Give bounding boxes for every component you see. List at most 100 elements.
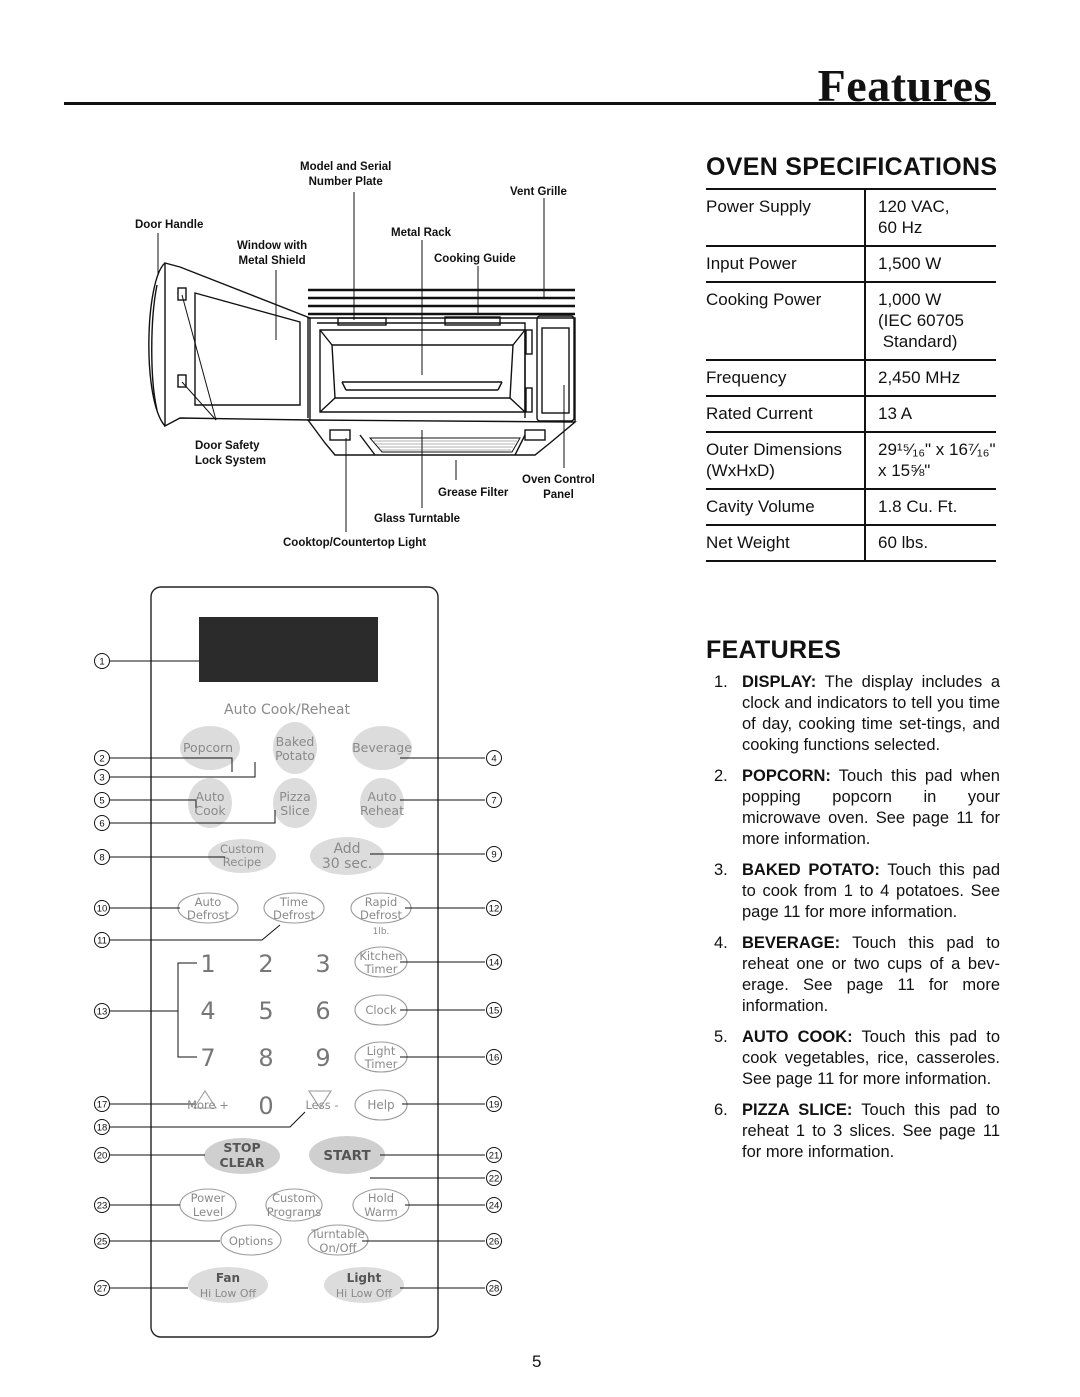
label-oven-control-line2: Panel xyxy=(543,489,574,501)
pad-more[interactable]: More + xyxy=(187,1098,229,1112)
table-row: Cooking Power 1,000 W(IEC 60705 Standard… xyxy=(706,282,996,361)
digit-0[interactable]: 0 xyxy=(258,1092,273,1120)
pad-stop-line2[interactable]: CLEAR xyxy=(220,1155,265,1170)
pad-light-timer-line1[interactable]: Light xyxy=(367,1044,396,1058)
pad-auto-reheat-line2[interactable]: Reheat xyxy=(360,803,404,818)
callout-circle xyxy=(486,1170,502,1186)
pad-beverage[interactable]: Beverage xyxy=(352,740,412,755)
digit-2[interactable]: 2 xyxy=(258,950,273,978)
list-item: 1.DISPLAY: The display includes a clock … xyxy=(714,673,1000,754)
digit-3[interactable]: 3 xyxy=(315,950,330,978)
pad-start[interactable]: START xyxy=(323,1148,371,1164)
digit-6[interactable]: 6 xyxy=(315,997,330,1025)
spec-label: Net Weight xyxy=(706,525,865,562)
digit-8[interactable]: 8 xyxy=(258,1044,273,1072)
digit-1[interactable]: 1 xyxy=(200,950,215,978)
pad-clock[interactable]: Clock xyxy=(365,1003,397,1017)
control-panel-diagram: Auto Cook/Reheat Popcorn Baked Potato Be… xyxy=(88,583,513,1343)
control-panel-illustration: Auto Cook/Reheat Popcorn Baked Potato Be… xyxy=(94,586,502,1338)
oven-illustration xyxy=(148,192,577,532)
callout-circle xyxy=(94,1119,110,1135)
pad-auto-reheat-line1[interactable]: Auto xyxy=(367,789,396,804)
pad-help[interactable]: Help xyxy=(367,1098,394,1112)
pad-fan-line1[interactable]: Fan xyxy=(216,1271,240,1285)
digit-5[interactable]: 5 xyxy=(258,997,273,1025)
pad-pizza-slice-line2[interactable]: Slice xyxy=(280,803,310,818)
pad-turntable-line1[interactable]: Turntable xyxy=(310,1227,365,1241)
callout-number: 12 xyxy=(489,903,500,914)
pad-hold-warm-line2[interactable]: Warm xyxy=(364,1205,397,1219)
label-door-safety-line1: Door Safety xyxy=(195,440,260,452)
callout-number: 25 xyxy=(97,1236,108,1247)
pad-options[interactable]: Options xyxy=(229,1234,273,1248)
label-model-serial: Model and Serial Number Plate xyxy=(300,160,391,190)
callout-number: 14 xyxy=(489,957,500,968)
digit-9[interactable]: 9 xyxy=(315,1044,330,1072)
table-row: Frequency 2,450 MHz xyxy=(706,360,996,397)
callout-circle xyxy=(486,1002,502,1018)
pad-hold-warm-line1[interactable]: Hold xyxy=(368,1191,394,1205)
pad-add-30-line1[interactable]: Add xyxy=(333,841,360,857)
pad-auto-cook-line1[interactable]: Auto xyxy=(195,789,224,804)
pad-auto-defrost-line2[interactable]: Defrost xyxy=(187,908,229,922)
callout-circle xyxy=(486,1197,502,1213)
pad-time-defrost-line2[interactable]: Defrost xyxy=(273,908,315,922)
table-row: Input Power 1,500 W xyxy=(706,246,996,283)
pad-stop-line1[interactable]: STOP xyxy=(223,1140,260,1155)
pad-auto-defrost-line1[interactable]: Auto xyxy=(195,895,222,909)
callout-number: 18 xyxy=(97,1122,108,1133)
pad-pizza-slice-line1[interactable]: Pizza xyxy=(279,789,311,804)
pad-rapid-defrost-line1[interactable]: Rapid xyxy=(365,895,398,909)
pad-fan-line2[interactable]: Hi Low Off xyxy=(200,1287,257,1300)
title-rule xyxy=(64,102,996,105)
pad-popcorn[interactable]: Popcorn xyxy=(183,740,233,755)
pad-time-defrost-line1[interactable]: Time xyxy=(279,895,308,909)
label-window-line2: Metal Shield xyxy=(238,255,306,267)
label-door-safety-line2: Lock System xyxy=(195,455,266,467)
pad-custom-recipe-line1[interactable]: Custom xyxy=(220,842,264,856)
pad-rapid-defrost-line2[interactable]: Defrost xyxy=(360,908,402,922)
callout-circle xyxy=(94,849,110,865)
callout-circle xyxy=(486,1096,502,1112)
spec-label: Cooking Power xyxy=(706,282,865,361)
panel-header-label: Auto Cook/Reheat xyxy=(224,702,350,718)
pad-less[interactable]: Less - xyxy=(305,1098,338,1112)
table-row: Power Supply 120 VAC,60 Hz xyxy=(706,189,996,247)
callout-circle xyxy=(486,900,502,916)
label-cooking-guide: Cooking Guide xyxy=(434,253,516,265)
pad-custom-programs-line2[interactable]: Programs xyxy=(267,1205,322,1219)
pad-add-30-line2[interactable]: 30 sec. xyxy=(322,856,372,872)
label-window-line1: Window with xyxy=(237,240,308,252)
pad-custom-recipe-line2[interactable]: Recipe xyxy=(223,855,261,869)
callout-number: 6 xyxy=(99,818,104,829)
spec-value: 1,500 W xyxy=(864,246,996,283)
label-oven-control-line1: Oven Control xyxy=(522,474,595,486)
pad-light-switch-line2[interactable]: Hi Low Off xyxy=(336,1287,393,1300)
pad-auto-cook-line2[interactable]: Cook xyxy=(194,803,226,818)
digit-4[interactable]: 4 xyxy=(200,997,215,1025)
table-row: Rated Current 13 A xyxy=(706,396,996,433)
pad-baked-potato-line1[interactable]: Baked xyxy=(276,734,315,749)
callout-circle xyxy=(486,792,502,808)
callout-circle xyxy=(486,1233,502,1249)
pad-power-level-line1[interactable]: Power xyxy=(191,1191,226,1205)
callout-number: 1 xyxy=(99,656,104,667)
pad-baked-potato-line2[interactable]: Potato xyxy=(275,748,315,763)
pad-kitchen-timer-line2[interactable]: Timer xyxy=(364,962,398,976)
pad-power-level-line2[interactable]: Level xyxy=(193,1205,223,1219)
features-list: 1.DISPLAY: The display includes a clock … xyxy=(710,672,1000,1173)
pad-turntable-line2[interactable]: On/Off xyxy=(319,1241,357,1255)
specifications-table: Power Supply 120 VAC,60 Hz Input Power 1… xyxy=(706,188,996,562)
callout-circle xyxy=(486,1147,502,1163)
digit-7[interactable]: 7 xyxy=(200,1044,215,1072)
label-door-safety: Door Safety Lock System xyxy=(195,439,266,469)
callout-circle xyxy=(486,954,502,970)
pad-light-switch-line1[interactable]: Light xyxy=(347,1271,382,1285)
pad-kitchen-timer-line1[interactable]: Kitchen xyxy=(359,949,402,963)
pad-custom-programs-line1[interactable]: Custom xyxy=(272,1191,316,1205)
pad-light-timer-line2[interactable]: Timer xyxy=(364,1057,398,1071)
label-grease-filter: Grease Filter xyxy=(438,487,509,499)
label-model-serial-line1: Model and Serial xyxy=(300,161,392,173)
callout-number: 2 xyxy=(99,753,104,764)
callout-circle xyxy=(94,1233,110,1249)
